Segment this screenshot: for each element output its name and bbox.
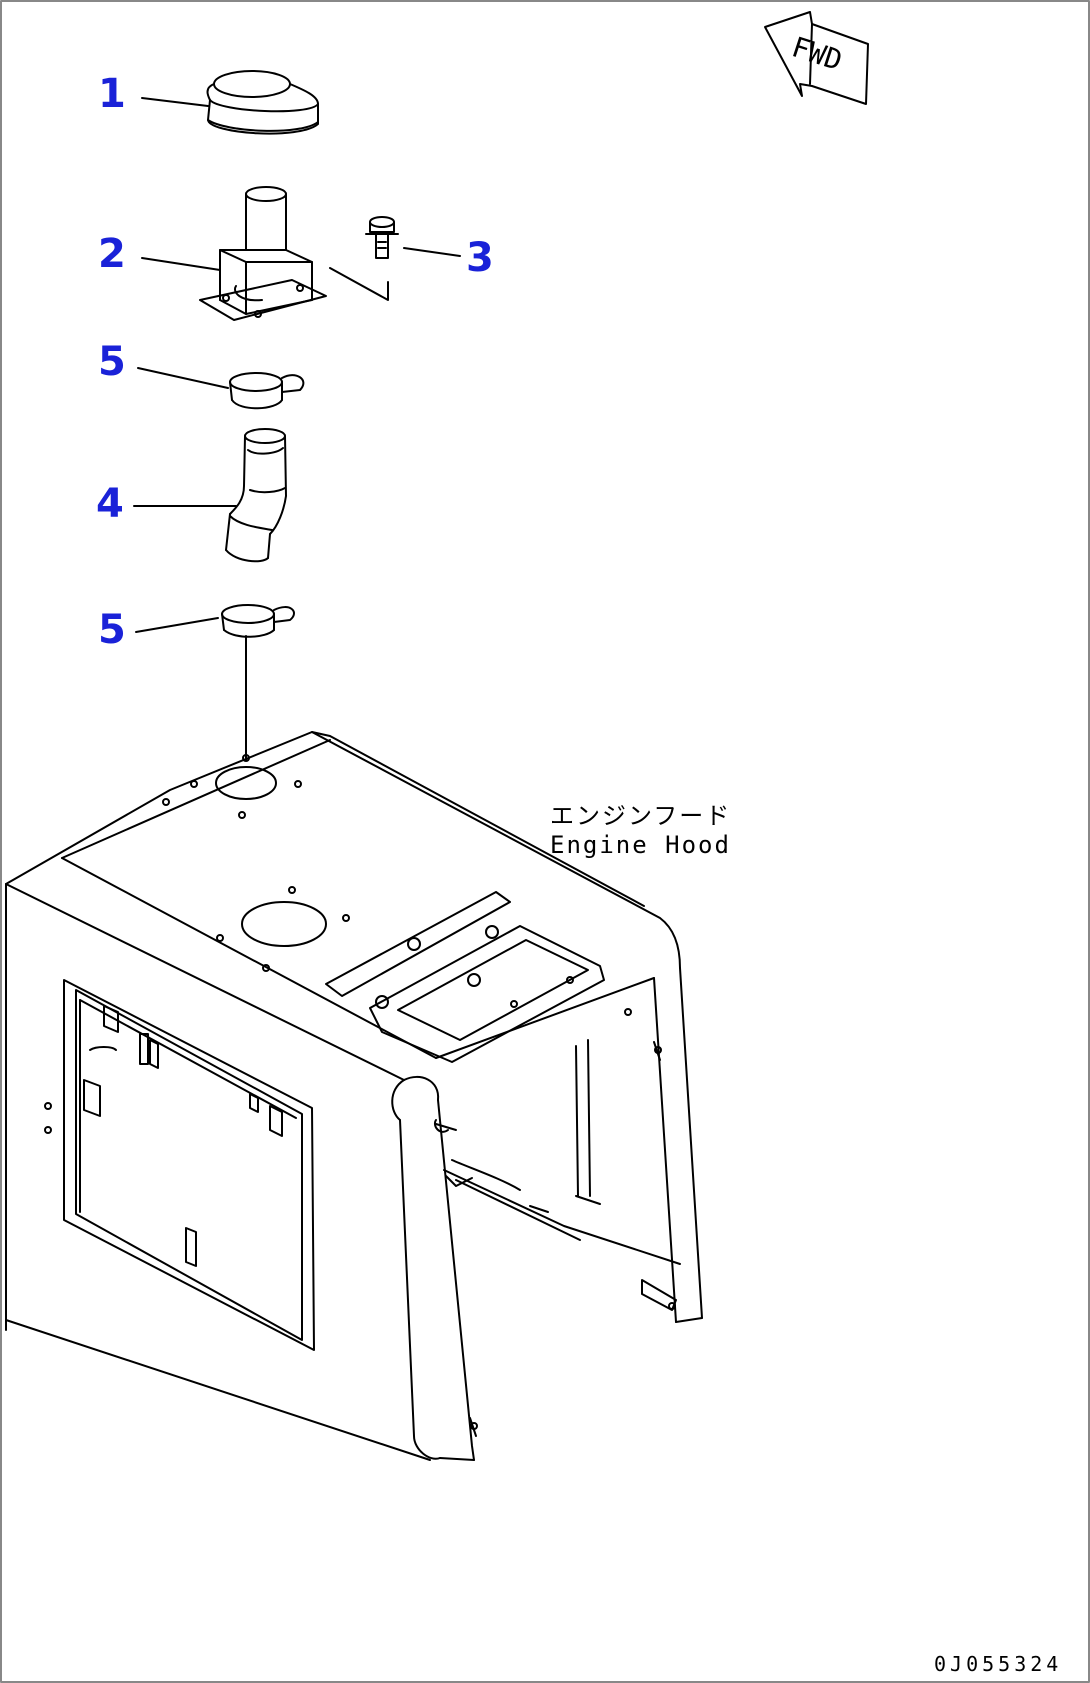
- hood-label-japanese: エンジンフード: [550, 802, 732, 830]
- callout-part-5-lower: 5: [98, 607, 126, 653]
- part-3-bolt: [365, 216, 399, 259]
- part-4-elbow-hose: [225, 428, 287, 563]
- exhaust-hole: [215, 766, 277, 800]
- callout-part-3: 3: [466, 235, 494, 281]
- hood-label-english: Engine Hood: [550, 830, 731, 859]
- leader-line-3: [403, 247, 461, 257]
- engine-hood: [5, 731, 703, 1461]
- callout-part-1: 1: [98, 71, 126, 117]
- air-intake-hole: [241, 901, 327, 947]
- forward-arrow-icon: FWD: [764, 11, 869, 105]
- part-5-upper-clamp: [229, 372, 305, 410]
- part-5-lower-clamp: [221, 604, 295, 638]
- leader-line-2: [141, 257, 221, 271]
- callout-part-4: 4: [96, 481, 124, 527]
- leader-line-5-lower: [135, 617, 219, 633]
- drawing-number: 0J055324: [934, 1652, 1063, 1676]
- hood-label: エンジンフード Engine Hood: [550, 802, 731, 860]
- fwd-label: FWD: [788, 30, 846, 77]
- part-1-cap: [206, 70, 319, 135]
- leader-line-2-to-bolt: [329, 267, 389, 301]
- leader-line-5-upper: [137, 367, 229, 389]
- callout-part-5-upper: 5: [98, 339, 126, 385]
- leader-line-1: [141, 97, 209, 107]
- callout-part-2: 2: [98, 231, 126, 277]
- part-2-exhaust-pipe-bracket: [199, 186, 327, 321]
